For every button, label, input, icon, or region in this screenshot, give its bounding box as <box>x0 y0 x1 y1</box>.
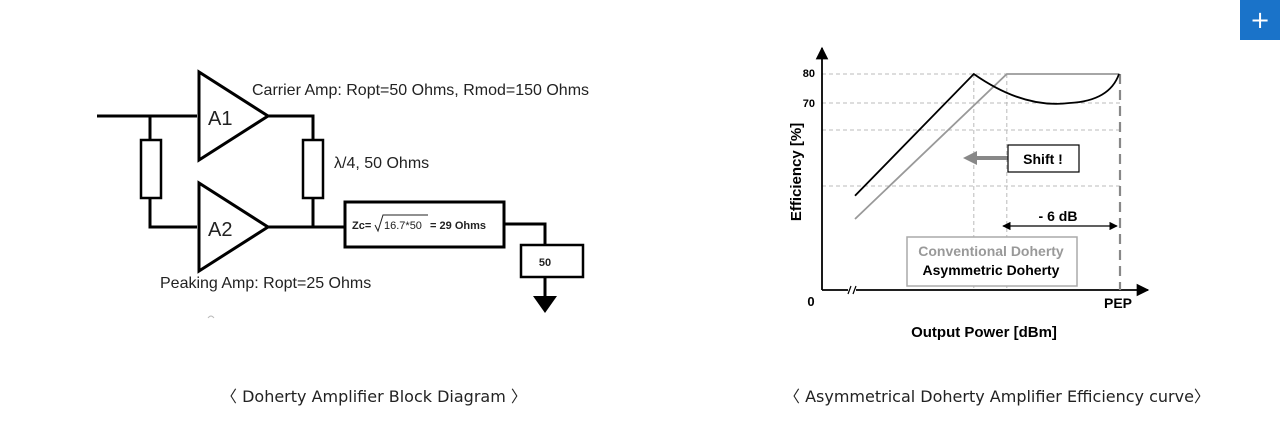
input-split-wire <box>148 116 197 229</box>
diagram-labels: A1 A2 Carrier Amp: Ropt=50 Ohms, Rmod=15… <box>160 82 589 292</box>
amplifier-a2 <box>197 180 271 274</box>
asymmetric-doherty-curve <box>854 72 1120 197</box>
a2-output-wire <box>268 198 345 229</box>
load-resistor <box>519 243 585 279</box>
plus-icon: + <box>1249 6 1271 34</box>
ground-symbol <box>533 296 557 313</box>
amp1-label: A1 <box>208 108 232 130</box>
quarter-wave-line <box>301 138 325 200</box>
sqrt-sign-icon <box>374 214 428 233</box>
transformer-radicand: 16.7*50 <box>384 220 422 232</box>
efficiency-chart: 80 70 0 PEP Output Power [dBm] Efficienc… <box>788 46 1150 341</box>
efficiency-curve-caption: 〈 Asymmetrical Doherty Amplifier Efficie… <box>784 387 1210 406</box>
chart-legend: Conventional Doherty Asymmetric Doherty <box>906 236 1078 287</box>
y-axis-label: Efficiency [%] <box>788 123 805 221</box>
chart-axes <box>815 46 1150 297</box>
carrier-amp-label: Carrier Amp: Ropt=50 Ohms, Rmod=150 Ohms <box>252 82 589 99</box>
block-diagram-caption: 〈 Doherty Amplifier Block Diagram 〉 <box>221 387 527 406</box>
legend-asymmetric-doherty: Asymmetric Doherty <box>923 262 1060 278</box>
amp2-label: A2 <box>208 219 232 241</box>
x-tick-pep: PEP <box>1104 295 1132 311</box>
shift-box <box>1007 144 1080 173</box>
a1-output-wire <box>268 114 315 140</box>
load-label: 50 <box>539 257 551 269</box>
quarter-wave-label: λ/4, 50 Ohms <box>334 155 429 172</box>
input-resistor <box>139 138 163 200</box>
shift-arrow-head-icon <box>963 151 977 165</box>
legend-box <box>906 236 1078 287</box>
legend-conventional-doherty: Conventional Doherty <box>918 243 1064 259</box>
expand-plus-button[interactable]: + <box>1240 0 1280 40</box>
load-wire <box>504 222 547 245</box>
amplifier-a1 <box>197 69 271 163</box>
peaking-amp-label: Peaking Amp: Ropt=25 Ohms <box>160 275 371 292</box>
backoff-annotation: - 6 dB <box>1002 208 1118 231</box>
conventional-doherty-curve <box>854 73 1119 220</box>
transformer-label: Zc= 16.7*50 = 29 Ohms <box>352 214 486 233</box>
stray-mark <box>207 315 215 319</box>
shift-annotation: Shift ! <box>963 144 1080 173</box>
transformer-suffix: = 29 Ohms <box>427 220 486 232</box>
backoff-text: - 6 dB <box>1039 208 1078 224</box>
x-axis-label: Output Power [dBm] <box>911 324 1057 341</box>
y-tick-80: 80 <box>803 68 815 80</box>
doherty-block-diagram <box>97 69 585 319</box>
transformer-prefix: Zc= <box>352 220 371 232</box>
axis-break-icon <box>847 285 857 295</box>
y-tick-70: 70 <box>803 98 815 110</box>
x-tick-origin: 0 <box>807 294 814 309</box>
shift-text: Shift ! <box>1023 151 1063 167</box>
